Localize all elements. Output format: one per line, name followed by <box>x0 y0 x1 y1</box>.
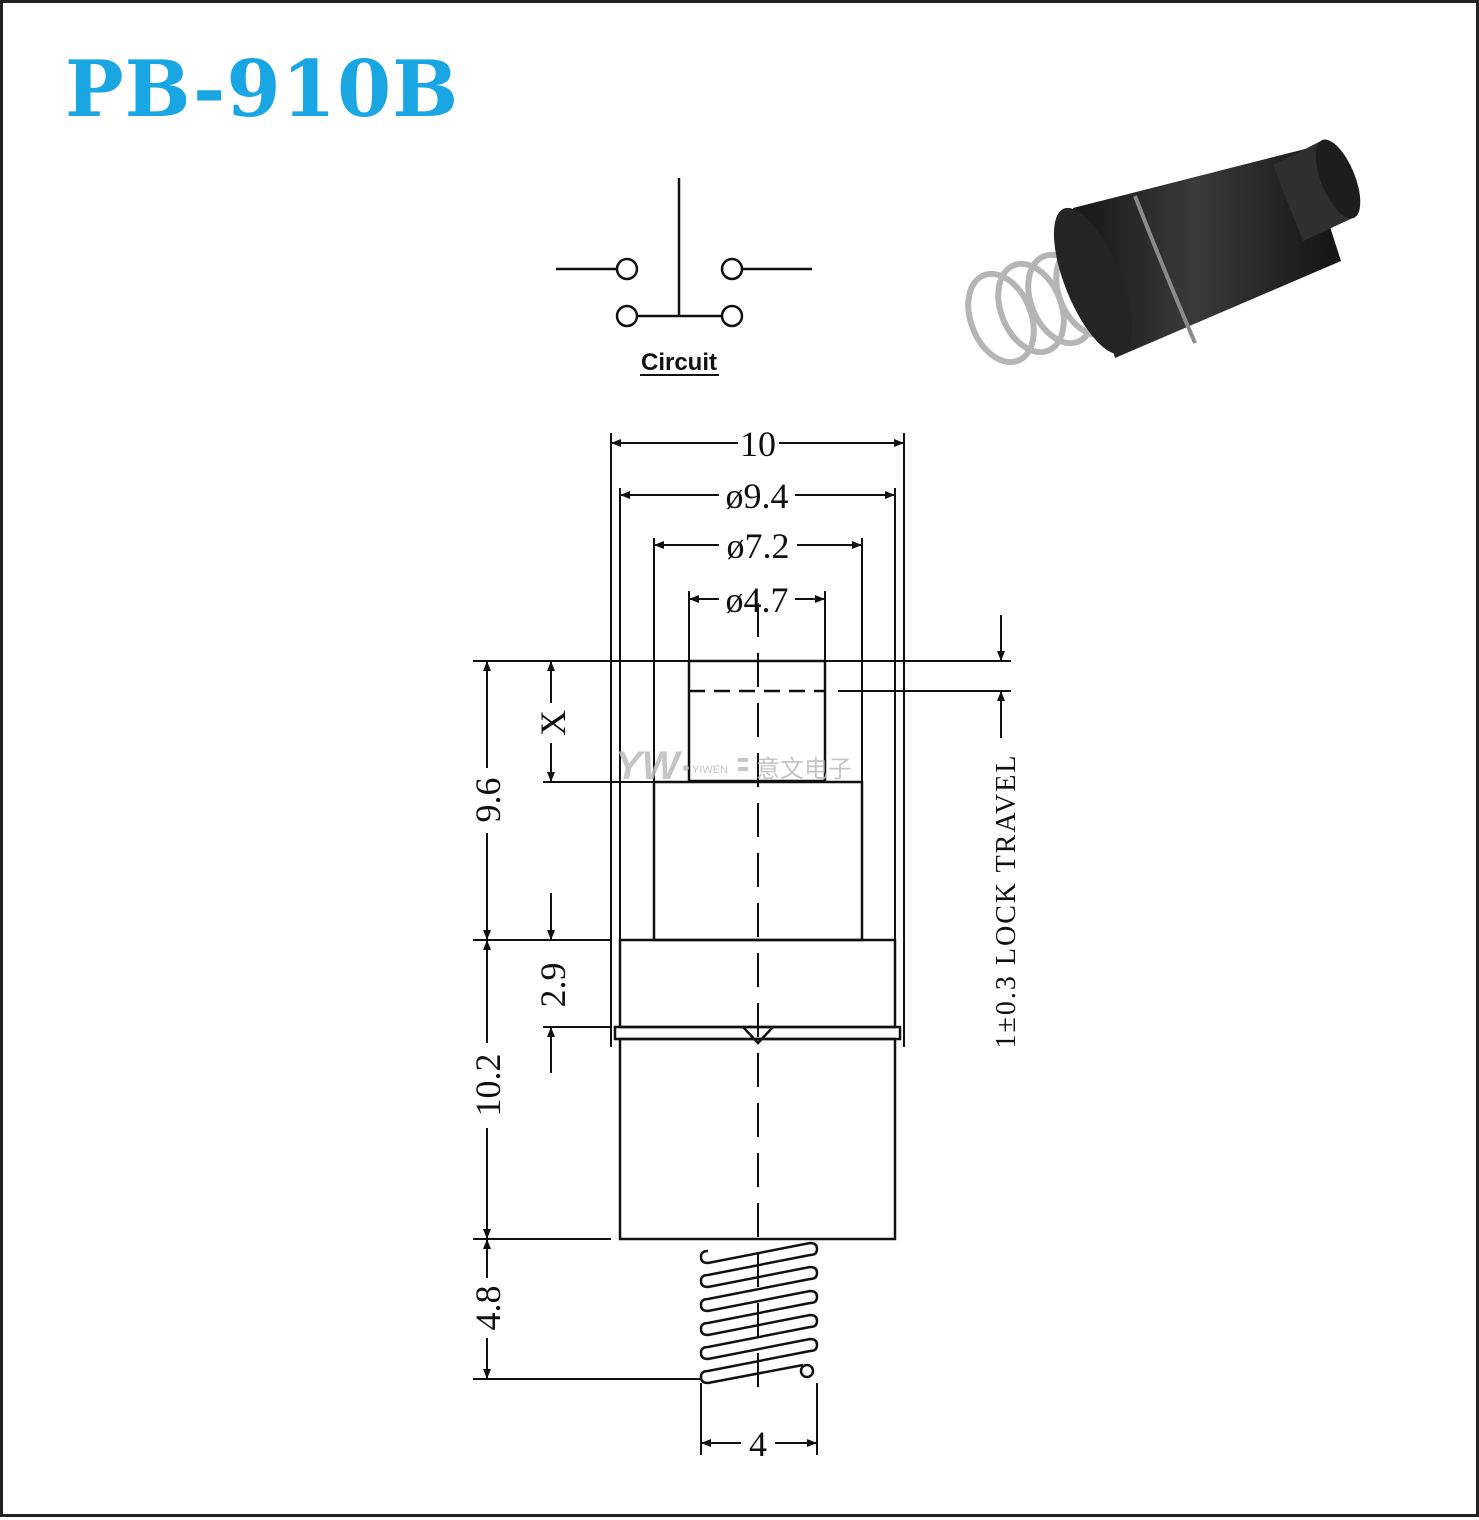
dim-width-overall: 10 <box>740 424 776 464</box>
product-photo <box>965 139 1361 366</box>
outline-lower-body <box>618 1037 897 1241</box>
circuit-contact-bl <box>615 304 639 328</box>
photo-button <box>1273 141 1355 241</box>
circuit-label: Circuit <box>641 349 717 376</box>
dim-button-x: X <box>533 710 573 736</box>
dim-body-height: 10.2 <box>468 1054 508 1117</box>
dim-spring-diameter: 4 <box>749 1424 767 1464</box>
lock-travel-note: 1±0.3 LOCK TRAVEL <box>991 754 1022 1049</box>
dim-button-diameter: ø4.7 <box>726 580 789 620</box>
circuit-contact-tr <box>720 257 744 281</box>
outline-center-notch <box>742 1026 774 1045</box>
dim-spring-length: 4.8 <box>468 1286 508 1331</box>
watermark-brand-cn: 意文电子 <box>756 756 852 783</box>
circuit-symbol <box>556 178 812 328</box>
dim-flange-height: 2.9 <box>533 963 573 1008</box>
watermark-logo-mark: YW <box>615 744 683 788</box>
drawing-spring <box>699 1241 819 1385</box>
circuit-contact-tl <box>615 257 639 281</box>
photo-flange-ring <box>1133 195 1197 344</box>
dim-outer-diameter: ø9.4 <box>726 476 789 516</box>
photo-button-tip <box>1315 139 1361 219</box>
photo-body <box>1073 149 1341 358</box>
watermark-brand: YIWEN <box>692 764 728 776</box>
dim-upper-height: 9.6 <box>468 778 508 823</box>
part-number-title: PB-910B <box>65 44 460 135</box>
dim-body-diameter: ø7.2 <box>727 526 790 566</box>
brand-watermark: YW YIWEN 意文电子 <box>615 744 852 788</box>
circuit-contact-br <box>720 304 744 328</box>
technical-drawing: Circuit <box>468 139 1361 1464</box>
part-outline <box>613 603 902 1403</box>
dimension-lines <box>483 439 1005 1447</box>
photo-body-end <box>1053 207 1133 355</box>
